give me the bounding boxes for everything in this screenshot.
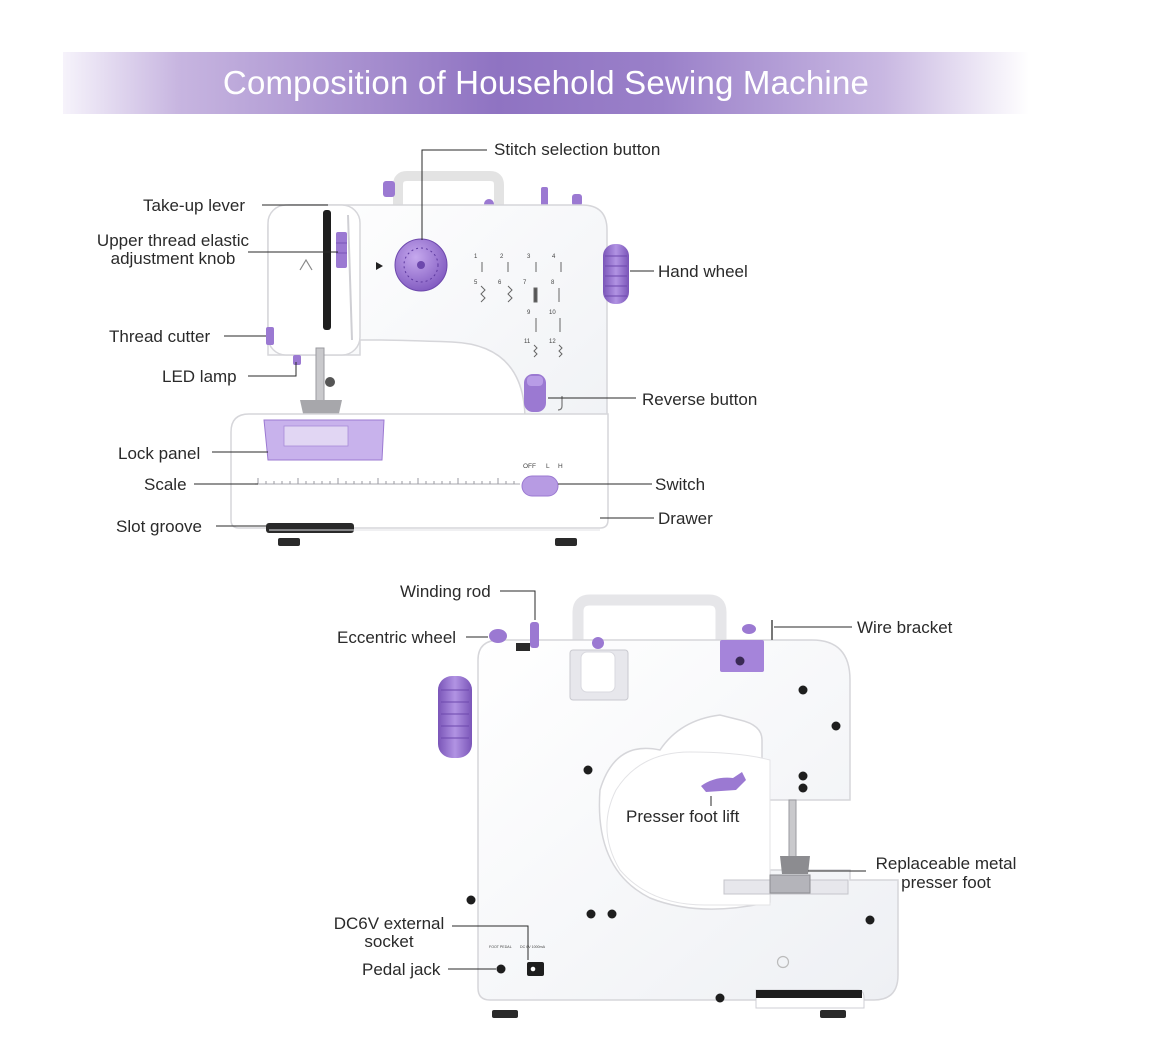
label-pedal-jack: Pedal jack: [362, 960, 441, 979]
front-head: [267, 204, 361, 356]
back-hand-wheel: [438, 676, 472, 758]
back-view-machine: FOOT PEDAL DC 6V 1000mA: [438, 594, 899, 1018]
label-scale: Scale: [144, 475, 187, 494]
wire-bracket-art: [720, 640, 764, 672]
label-thread-cutter: Thread cutter: [109, 327, 211, 346]
label-hand-wheel: Hand wheel: [658, 262, 748, 281]
stitch-number: 1: [474, 254, 478, 260]
thread-cutter: [266, 327, 274, 345]
label-winding-rod: Winding rod: [400, 582, 491, 601]
eccentric-wheel-art: [489, 629, 507, 643]
front-top-knob-right: [572, 194, 582, 206]
dc-socket-art: [527, 962, 544, 976]
stitch-chart: [480, 262, 563, 358]
label-upper-thread-knob-line1: Upper thread elastic: [96, 231, 250, 250]
label-eccentric-wheel: Eccentric wheel: [337, 628, 457, 647]
front-handle: [393, 171, 504, 205]
label-replaceable-foot-line2: presser foot: [901, 873, 991, 892]
label-lock-panel: Lock panel: [118, 444, 201, 463]
svg-text:H: H: [558, 463, 563, 470]
thread-spool: [580, 651, 616, 693]
switch-off-text: OFF: [523, 463, 536, 470]
label-replaceable-foot-line1: Replaceable metal: [875, 854, 1017, 873]
label-reverse-button: Reverse button: [642, 390, 758, 409]
svg-text:DC 6V 1000mA: DC 6V 1000mA: [520, 945, 546, 949]
back-body: [477, 639, 899, 1001]
stitch-number: 12: [549, 339, 556, 345]
svg-text:L: L: [546, 463, 550, 470]
stitch-number: 2: [500, 254, 504, 260]
front-thread-guide: [347, 214, 353, 341]
leader-lines: [194, 149, 866, 970]
label-upper-thread-knob-line2: adjustment knob: [110, 249, 236, 268]
svg-text:FOOT PEDAL: FOOT PEDAL: [489, 945, 512, 949]
pedal-jack-art: [496, 964, 506, 974]
slot-groove-art: [266, 523, 354, 533]
label-dc-socket-line1: DC6V external: [333, 914, 445, 933]
tension-knob: [336, 232, 347, 268]
front-thread-slot: [323, 210, 331, 330]
stitch-number: 6: [498, 280, 502, 286]
front-view-machine: OFF L H: [230, 171, 629, 546]
front-top-knob-mid: [541, 187, 548, 207]
presser-foot-lift-art: [701, 772, 746, 792]
label-take-up-lever: Take-up lever: [143, 196, 246, 215]
page-title: Composition of Household Sewing Machine: [222, 64, 870, 101]
back-handle: [572, 594, 727, 660]
label-drawer: Drawer: [658, 509, 713, 528]
stitch-number: 11: [524, 339, 531, 345]
stitch-number: 3: [527, 254, 531, 260]
stitch-number: 4: [552, 254, 556, 260]
stitch-number: 7: [523, 280, 527, 286]
back-screws: [466, 685, 875, 1003]
front-top-knob-left: [383, 181, 395, 197]
hand-wheel: [603, 244, 629, 304]
label-stitch-selection-button: Stitch selection button: [494, 140, 661, 159]
label-dc-socket-line2: socket: [364, 932, 414, 951]
label-led-lamp: LED lamp: [162, 367, 237, 386]
title-banner: Composition of Household Sewing Machine: [63, 52, 1029, 114]
winding-rod-art: [530, 622, 539, 648]
label-presser-foot-lift: Presser foot lift: [626, 807, 740, 826]
power-switch: [521, 475, 559, 497]
label-slot-groove: Slot groove: [116, 517, 202, 536]
stitch-number: 10: [549, 310, 556, 316]
label-wire-bracket: Wire bracket: [857, 618, 953, 637]
label-switch: Switch: [655, 475, 706, 494]
stitch-number: 9: [527, 310, 531, 316]
stitch-number: 8: [551, 280, 555, 286]
stitch-number: 5: [474, 280, 478, 286]
